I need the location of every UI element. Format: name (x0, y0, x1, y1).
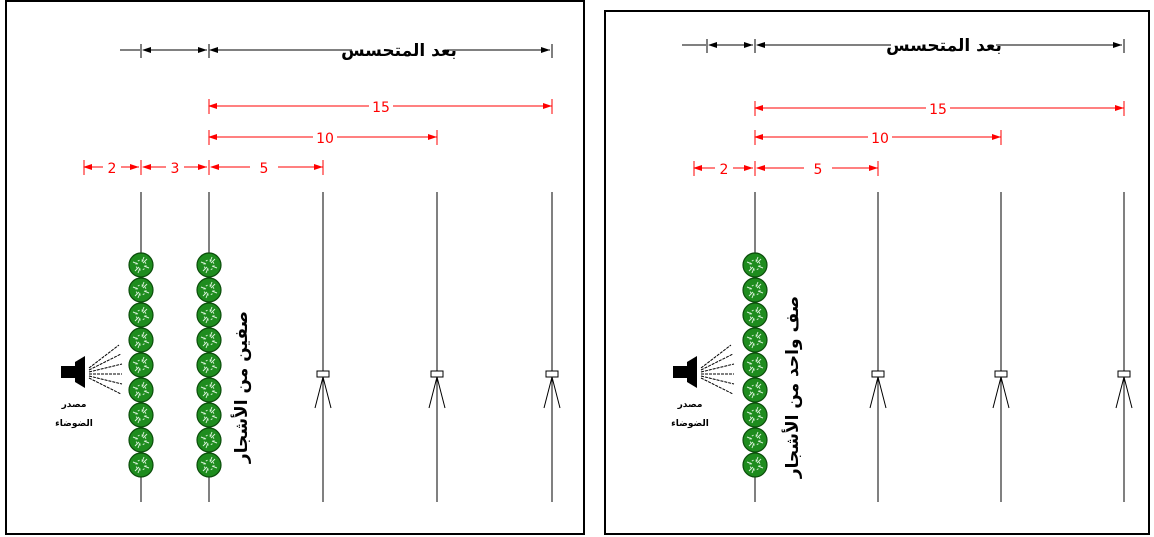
dimension-2-label: 2 (108, 161, 117, 177)
tree-rows-label: صفين من الأشجار (231, 311, 252, 464)
noise-source-icon (673, 344, 735, 395)
panel-one-row: بعد المتحسس 15 10 2 5 (604, 10, 1150, 535)
noise-source-label-2: الضوضاء (671, 419, 709, 429)
dimension-10-label: 10 (316, 131, 334, 147)
dimension-2-label: 2 (720, 162, 729, 178)
dimension-2-3-5: 2 3 5 (83, 159, 324, 177)
noise-source-label-1: مصدر (677, 400, 703, 410)
dimension-10: 10 (208, 129, 438, 147)
sensor-distance-label: بعد المتحسس (341, 41, 457, 61)
dimension-10-label: 10 (871, 131, 889, 147)
dimension-10: 10 (754, 129, 1002, 147)
tree-row-label: صف واحد من الأشجار (782, 296, 803, 479)
sensor-distance-dimension: بعد المتحسس (120, 41, 553, 61)
reference-lines (754, 192, 1125, 502)
tree-row (742, 252, 768, 478)
tree-row-1 (128, 252, 154, 478)
tree-row-2 (196, 252, 222, 478)
diagram-two-rows: بعد المتحسس 15 10 2 (55, 41, 561, 502)
dimension-15: 15 (208, 98, 553, 116)
noise-source-label-1: مصدر (61, 400, 87, 410)
dimension-15-label: 15 (372, 100, 390, 116)
noise-source-icon (61, 344, 123, 395)
diagram-one-row: بعد المتحسس 15 10 2 5 (671, 36, 1133, 502)
noise-source-label-2: الضوضاء (55, 419, 93, 429)
sensor-distance-label: بعد المتحسس (886, 36, 1002, 56)
dimension-2-5: 2 5 (693, 160, 879, 178)
dimension-15-label: 15 (929, 102, 947, 118)
sensor-distance-dimension: بعد المتحسس (682, 36, 1125, 56)
dimension-5-label: 5 (260, 161, 269, 177)
dimension-3-label: 3 (171, 161, 180, 177)
dimension-15: 15 (754, 100, 1125, 118)
dimension-5-label: 5 (814, 162, 823, 178)
panel-two-rows: بعد المتحسس 15 10 2 (5, 0, 585, 535)
